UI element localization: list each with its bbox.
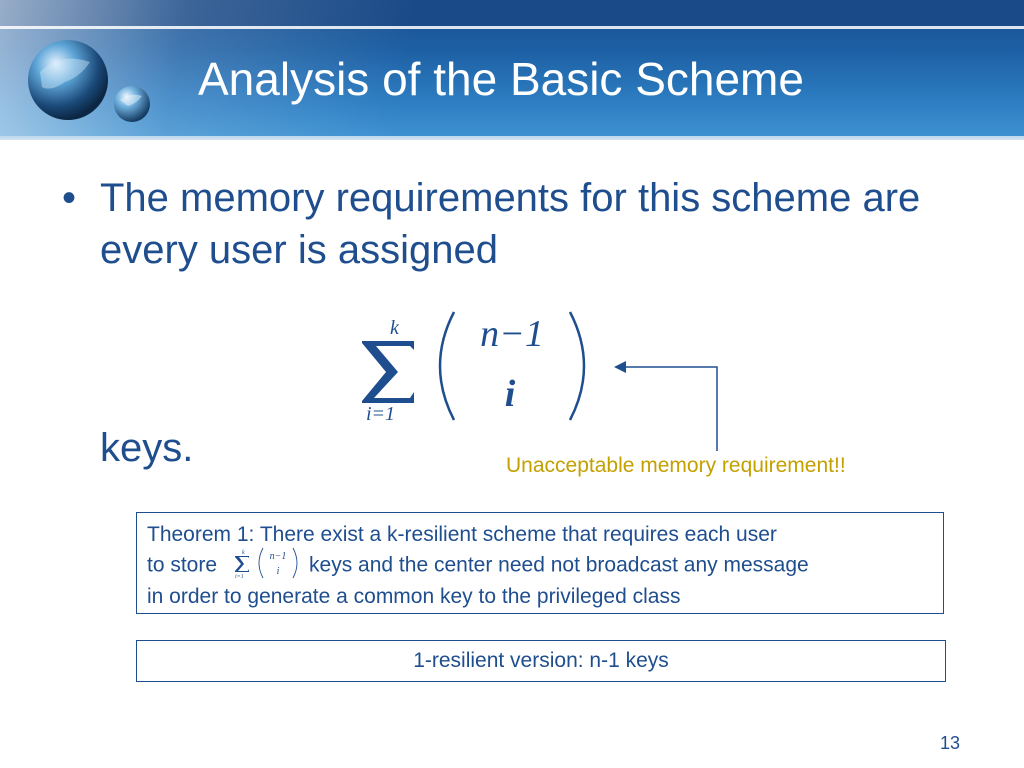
title-shine [0,0,1024,140]
theorem-line-1: Theorem 1: There exist a k-resilient sch… [147,523,777,546]
binom-bottom: i [505,373,516,415]
svg-text:k: k [242,550,245,556]
theorem-line-2-before: to store [147,553,218,577]
globe-logo-icon [28,40,150,122]
title-bottom-line [0,136,1024,140]
bullet-text: The memory requirements for this scheme … [100,176,921,272]
slide-title: Analysis of the Basic Scheme [198,53,804,105]
theorem-box: Theorem 1: There exist a k-resilient sch… [136,512,944,614]
warning-note: Unacceptable memory requirement!! [506,454,846,477]
svg-text:i: i [277,566,280,577]
right-paren [568,311,586,421]
theorem-line-2-after: keys and the center need not broadcast a… [309,553,809,577]
mini-summation-formula: k i=1 n−1 i [235,547,298,579]
binom-top: n−1 [480,313,544,355]
title-bar: Analysis of the Basic Scheme [0,0,1024,140]
arrow-icon [614,361,718,451]
page-number: 13 [940,733,961,753]
bullet-dot: • [62,176,77,220]
svg-text:n−1: n−1 [270,551,287,562]
version-box: 1-resilient version: n-1 keys [136,640,946,682]
sigma-symbol [362,341,414,403]
formula-upper: k [390,317,400,339]
summation-formula: k i=1 n−1 i [362,311,586,425]
keys-word: keys. [100,426,194,470]
svg-text:i=1: i=1 [235,574,244,579]
left-paren [438,311,456,421]
formula-lower: i=1 [366,403,395,425]
theorem-line-2: to store k i=1 n−1 i keys and the center… [147,547,933,582]
theorem-line-3: in order to generate a common key to the… [147,585,681,608]
